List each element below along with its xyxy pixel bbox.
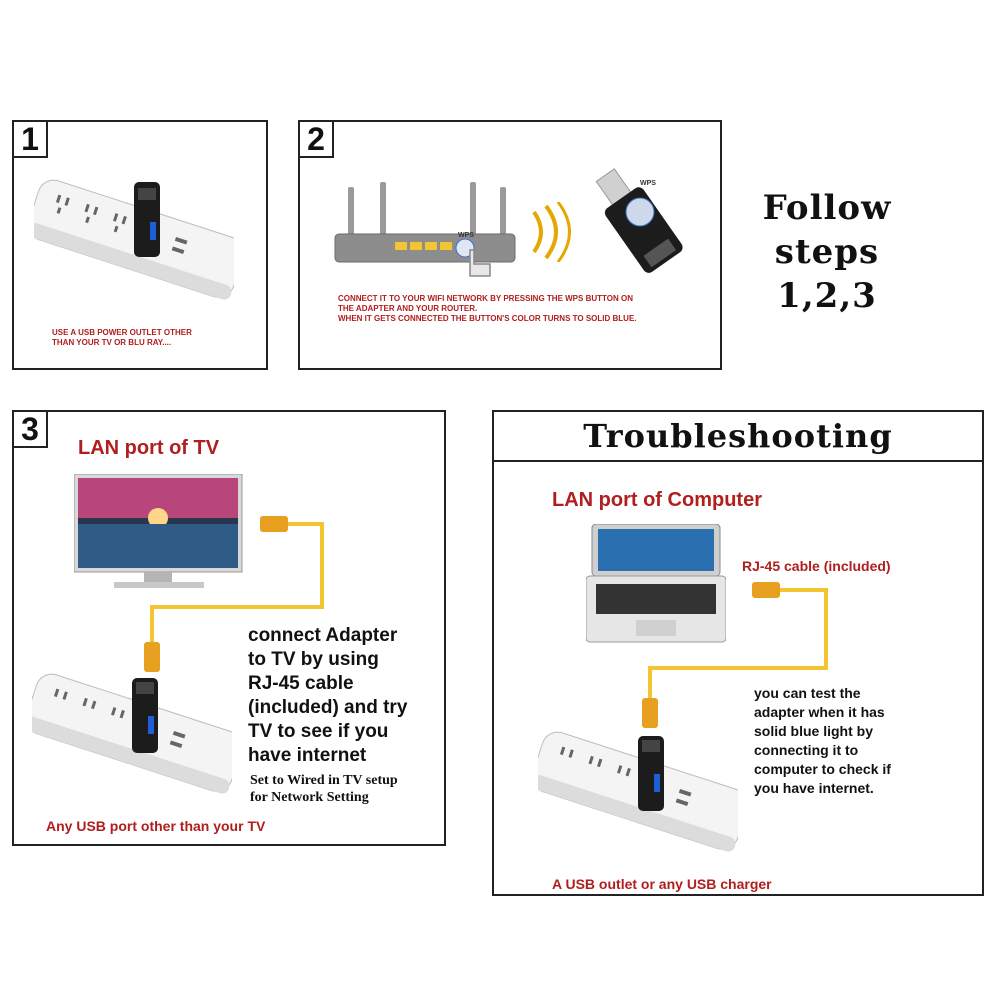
- tv-illustration: [74, 474, 243, 588]
- adapter-wps-button: [625, 197, 655, 227]
- adapter-plugged-icon-3: [132, 678, 158, 753]
- router-antennas: [348, 182, 506, 242]
- step3-number: 3: [14, 412, 48, 448]
- power-strip-illustration-3: [32, 673, 232, 794]
- step2-caption: CONNECT IT TO YOUR WIFI NETWORK BY PRESS…: [338, 294, 637, 323]
- router-lan-ports: [395, 242, 452, 250]
- rj45-connector-adapter: [642, 698, 658, 728]
- router-wps-label: WPS: [458, 232, 474, 239]
- adapter-wps-label: WPS: [640, 180, 656, 187]
- troubleshooting-instruction: you can test the adapter when it has sol…: [754, 685, 891, 796]
- step1-caption: USE A USB POWER OUTLET OTHER THAN YOUR T…: [52, 328, 192, 347]
- rj45-cable-computer: [642, 582, 828, 728]
- step2-panel: 2 WPS WPS CONNECT IT TO YOUR WIFI NETWOR…: [298, 120, 722, 370]
- step3-setup-note: Set to Wired in TV setup for Network Set…: [250, 773, 398, 805]
- troubleshooting-cable-label: RJ-45 cable (included): [742, 558, 891, 574]
- rj45-cable-tv: [144, 516, 324, 672]
- troubleshooting-footer: A USB outlet or any USB charger: [552, 876, 772, 892]
- step3-panel: 3 LAN port of TV connec: [12, 410, 446, 846]
- step3-instruction: connect Adapter to TV by using RJ-45 cab…: [248, 625, 408, 766]
- rj45-connector-top: [260, 516, 288, 532]
- step2-number: 2: [300, 122, 334, 158]
- wifi-adapter-illustration: [595, 168, 683, 273]
- laptop-illustration: [586, 524, 726, 643]
- troubleshooting-heading: LAN port of Computer: [552, 489, 762, 511]
- step3-heading: LAN port of TV: [78, 437, 220, 459]
- rj45-connector-bottom: [144, 642, 160, 672]
- troubleshooting-title: Troubleshooting: [583, 417, 893, 455]
- step3-footer: Any USB port other than your TV: [46, 818, 266, 834]
- step1-number: 1: [14, 122, 48, 158]
- wireless-signal-icon: [532, 202, 571, 262]
- power-strip-illustration: [34, 179, 234, 300]
- follow-steps-text: Follow steps 1,2,3: [762, 188, 892, 316]
- rj45-connector-laptop: [752, 582, 780, 598]
- troubleshooting-panel: Troubleshooting LAN port of Computer RJ-…: [492, 410, 984, 896]
- adapter-plugged-icon-ts: [638, 736, 664, 811]
- adapter-plugged-icon: [134, 182, 160, 257]
- step1-panel: 1 USE A USB POWER OUTLET OTHER THAN YOUR…: [12, 120, 268, 370]
- troubleshooting-title-bar: Troubleshooting: [494, 412, 982, 462]
- power-strip-illustration-ts: [538, 731, 738, 852]
- hand-pointer-icon: [469, 249, 491, 277]
